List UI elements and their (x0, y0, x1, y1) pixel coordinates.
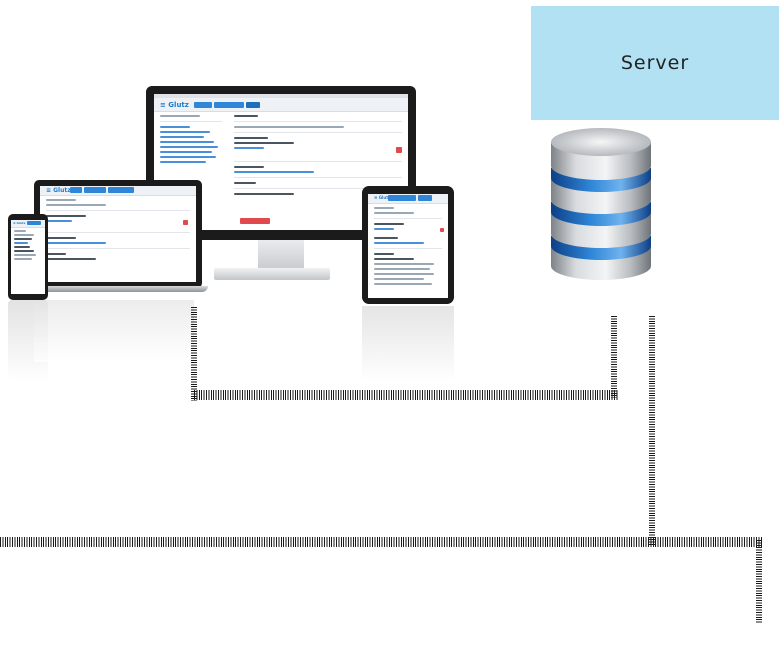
phone-screen: ≡ Glutz (11, 220, 45, 294)
laptop-reflection (34, 300, 194, 362)
server-label: Server (620, 52, 690, 74)
tablet-screen: ≡ Glutz (368, 194, 448, 298)
laptop-screen: ≡ Glutz (40, 186, 196, 282)
wire-db-left-down (611, 316, 617, 398)
wire-lower-right-down (756, 540, 762, 624)
wire-lower-horizontal (0, 537, 762, 547)
smartphone-icon: ≡ Glutz (8, 214, 48, 300)
tablet-icon: ≡ Glutz (362, 186, 454, 304)
monitor-stand-base (214, 268, 330, 280)
tablet-reflection (362, 306, 454, 382)
wire-devices-horizontal (194, 390, 618, 400)
wire-db-right-down (649, 316, 655, 546)
server-label-box: Server (531, 6, 779, 120)
wire-devices-down (191, 307, 197, 401)
database-cylinder-icon (551, 128, 651, 280)
laptop-icon: ≡ Glutz (30, 180, 208, 296)
